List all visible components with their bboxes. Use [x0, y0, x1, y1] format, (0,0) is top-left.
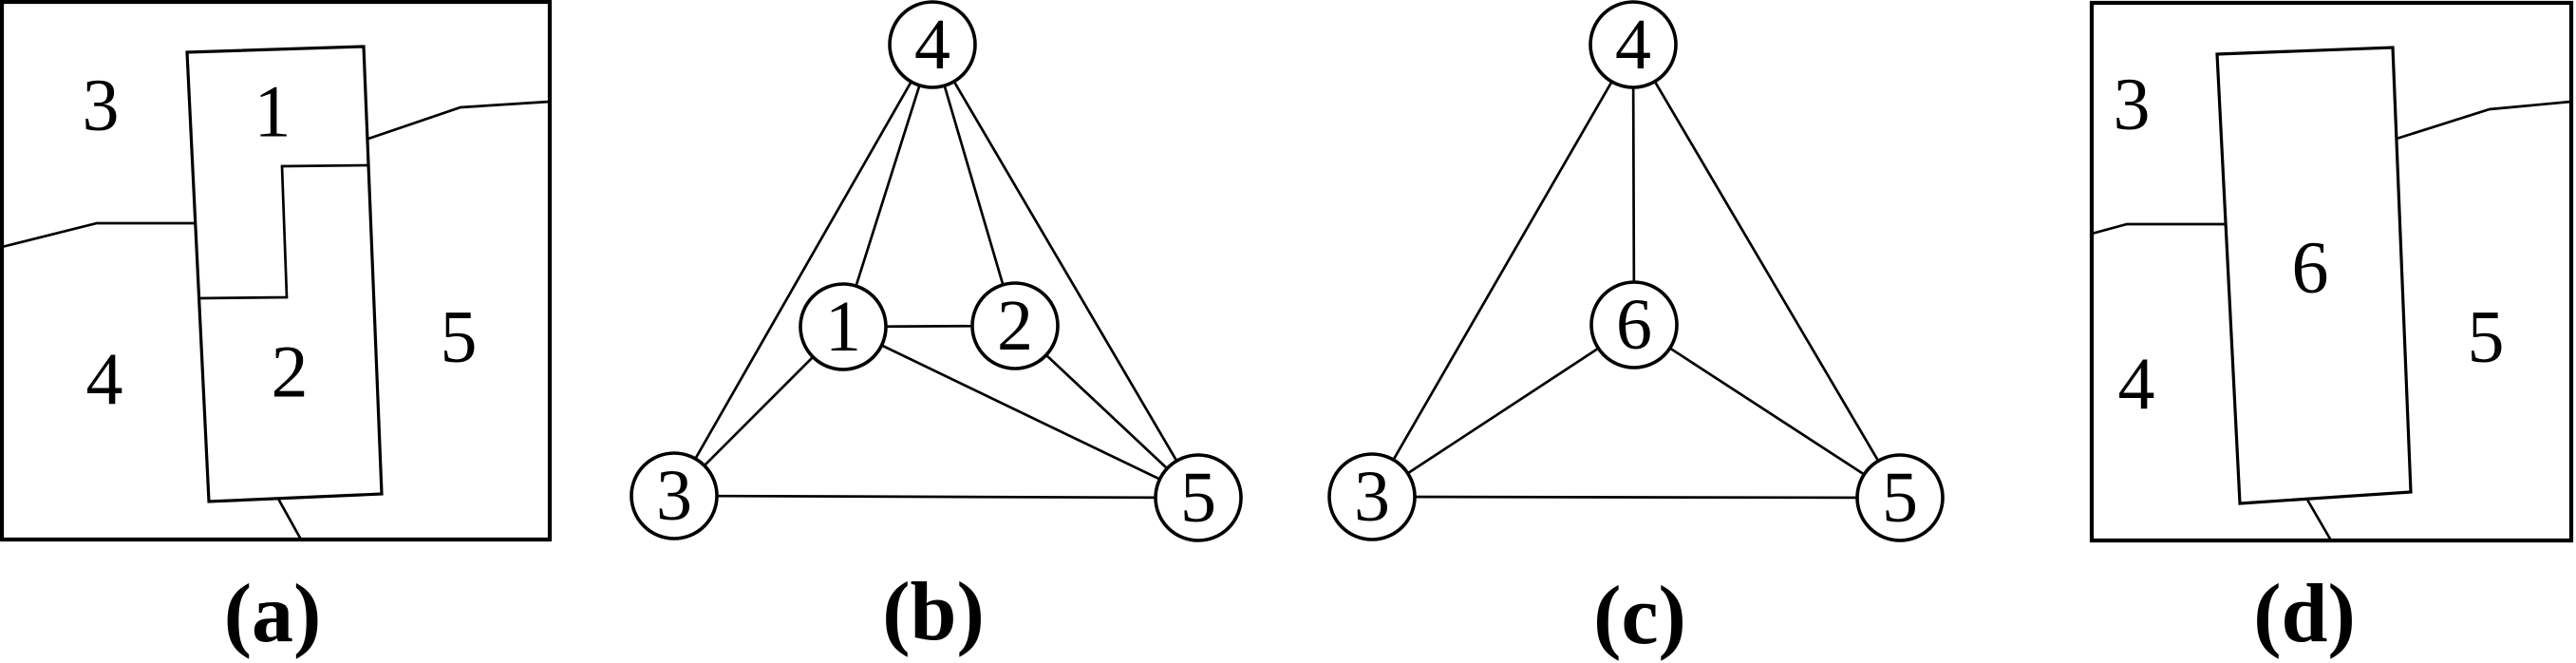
graph-b-edge-4-2 — [931, 44, 1017, 327]
region-label-6: 6 — [2292, 226, 2329, 309]
graph-b-node-label-5: 5 — [1180, 458, 1216, 538]
panel-a-divider-4-5 — [276, 498, 303, 540]
graph-b-edge-4-5 — [931, 44, 1200, 499]
region-label-5: 5 — [2468, 295, 2505, 378]
caption-d: (d) — [2253, 568, 2356, 660]
panel-c: 4 6 3 5 (c) — [1327, 0, 1945, 662]
panel-a: 3 1 4 2 5 (a) — [0, 0, 553, 660]
panel-d-border — [2089, 0, 2574, 543]
panel-d-inner-rectangle — [2215, 46, 2413, 505]
graph-b-node-1 — [799, 282, 888, 371]
graph-b-node-2 — [970, 281, 1060, 370]
graph-c-edge-6-3 — [1371, 323, 1635, 499]
graph-c-node-6 — [1589, 280, 1679, 369]
graph-b-edge-4-3 — [672, 44, 934, 497]
panel-a-divider-3-4 — [1, 221, 196, 249]
caption-c: (c) — [1593, 570, 1686, 662]
graph-b-edge-1-5 — [842, 325, 1199, 500]
panel-d: 3 6 4 5 (d) — [2089, 0, 2574, 660]
graph-b-node-5 — [1154, 453, 1243, 542]
graph-c-node-label-6: 6 — [1616, 285, 1652, 365]
graph-c-node-3 — [1327, 452, 1417, 541]
region-label-4: 4 — [86, 338, 123, 421]
graph-b-node-label-4: 4 — [914, 5, 950, 85]
region-label-1: 1 — [254, 70, 291, 153]
region-label-5: 5 — [441, 295, 478, 378]
graph-b-node-label-2: 2 — [997, 286, 1033, 366]
graph-c-node-label-3: 3 — [1354, 457, 1390, 537]
region-label-3: 3 — [83, 64, 120, 146]
graph-b-edge-4-1 — [841, 44, 934, 328]
panel-a-divider-1-2 — [197, 163, 369, 300]
graph-c-node-4 — [1589, 0, 1678, 89]
panel-a-border — [0, 0, 553, 542]
region-label-2: 2 — [272, 331, 309, 413]
panel-d-divider-3-5 — [2396, 100, 2572, 141]
graph-b-node-3 — [630, 451, 719, 540]
panel-b: 4 1 2 3 5 (b) — [630, 0, 1243, 658]
graph-c-node-label-5: 5 — [1882, 458, 1918, 538]
graph-c-node-5 — [1855, 453, 1945, 542]
region-label-4: 4 — [2118, 343, 2155, 426]
graph-c-node-label-4: 4 — [1615, 5, 1651, 85]
caption-a: (a) — [224, 568, 322, 660]
graph-c-edge-3-5 — [1371, 495, 1901, 500]
graph-b-node-label-1: 1 — [825, 287, 861, 367]
region-label-3: 3 — [2114, 63, 2151, 145]
caption-b: (b) — [882, 566, 985, 658]
graph-b-edge-3-5 — [673, 494, 1199, 500]
panel-d-divider-3-4 — [2091, 222, 2226, 236]
graph-c-edge-4-6 — [1631, 44, 1636, 326]
panel-d-divider-4-5 — [2305, 499, 2333, 541]
graph-c-edge-4-5 — [1631, 44, 1902, 499]
panel-a-inner-rectangle — [185, 45, 384, 503]
graph-b-node-label-3: 3 — [656, 456, 692, 536]
graph-c-edge-4-3 — [1370, 44, 1635, 498]
graph-b-node-4 — [888, 0, 977, 89]
graph-c-edge-6-5 — [1633, 323, 1901, 500]
panel-a-divider-3-5 — [367, 100, 551, 141]
